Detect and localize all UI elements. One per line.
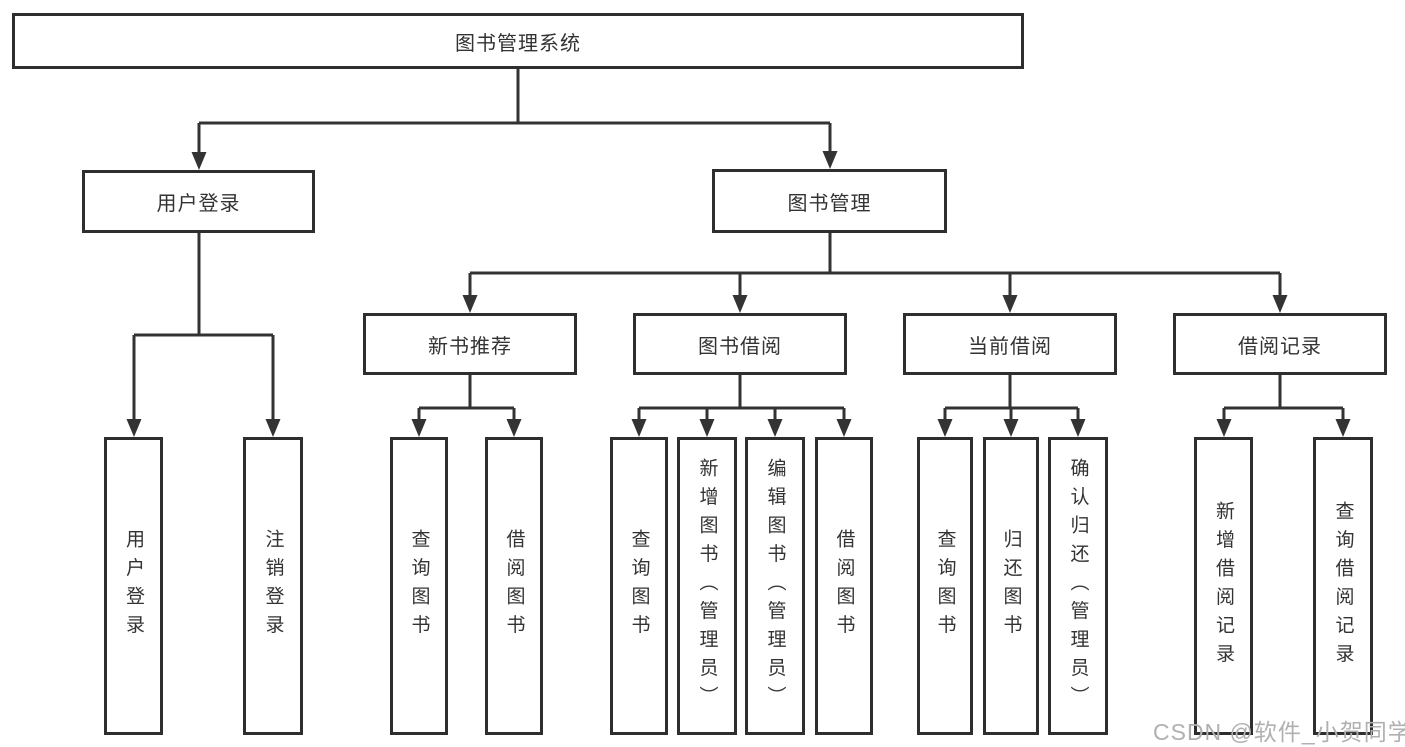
leaf-records-add-record: 新增借阅记录	[1194, 437, 1253, 735]
leaf-borrow-borrow-book: 借阅图书	[815, 437, 873, 735]
leaf-borrow-query-book: 查询图书	[610, 437, 668, 735]
leaf-borrow-edit-book-admin: 编辑图书（管理员）	[745, 437, 805, 735]
leaf-current-query-book: 查询图书	[917, 437, 973, 735]
node-book-borrow: 图书借阅	[633, 313, 847, 375]
node-book-management: 图书管理	[712, 169, 947, 233]
node-user-login: 用户登录	[82, 170, 315, 233]
leaf-current-confirm-return-admin: 确认归还（管理员）	[1048, 437, 1108, 735]
csdn-watermark: CSDN @软件_小贺同学	[1153, 719, 1405, 745]
leaf-recommend-borrow-book: 借阅图书	[485, 437, 543, 735]
leaf-user-login: 用户登录	[104, 437, 163, 735]
node-borrow-records: 借阅记录	[1173, 313, 1387, 375]
leaf-logout: 注销登录	[243, 437, 303, 735]
leaf-borrow-add-book-admin: 新增图书（管理员）	[677, 437, 737, 735]
node-new-book-recommend: 新书推荐	[363, 313, 577, 375]
node-root: 图书管理系统	[12, 13, 1024, 69]
node-current-borrow: 当前借阅	[903, 313, 1117, 375]
leaf-records-query-record: 查询借阅记录	[1313, 437, 1373, 735]
leaf-current-return-book: 归还图书	[983, 437, 1039, 735]
leaf-recommend-query-book: 查询图书	[390, 437, 448, 735]
